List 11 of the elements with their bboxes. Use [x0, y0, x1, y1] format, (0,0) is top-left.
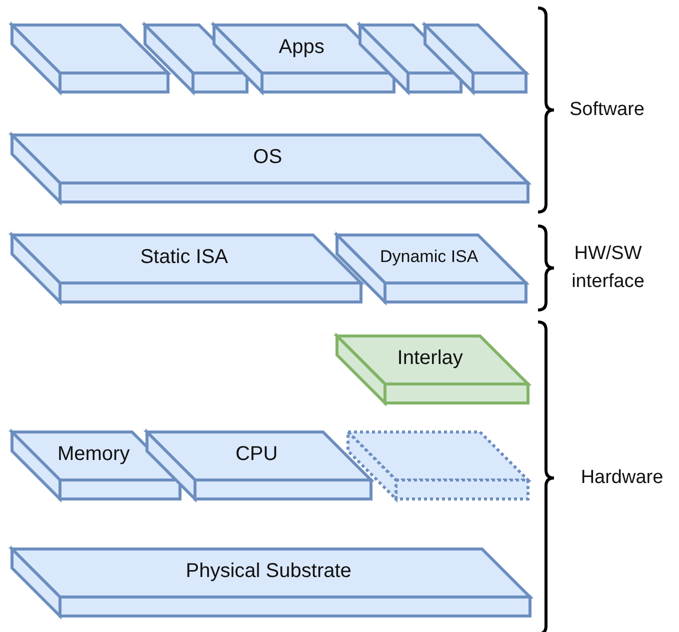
layer-label: Apps [278, 35, 326, 59]
layer-label: Memory [56, 442, 131, 466]
layer-label: Static ISA [139, 245, 229, 269]
layer-label: CPU [234, 442, 279, 466]
layer-label: Interlay [396, 346, 464, 370]
layer-label: Dynamic ISA [378, 246, 480, 268]
layer-label: Physical Substrate [184, 559, 352, 583]
layer-label: OS [252, 145, 284, 169]
layer-group-label: Hardware [580, 466, 664, 490]
layer-group-label: Software [568, 98, 646, 122]
layer-group-label: HW/SW interface [570, 242, 646, 294]
